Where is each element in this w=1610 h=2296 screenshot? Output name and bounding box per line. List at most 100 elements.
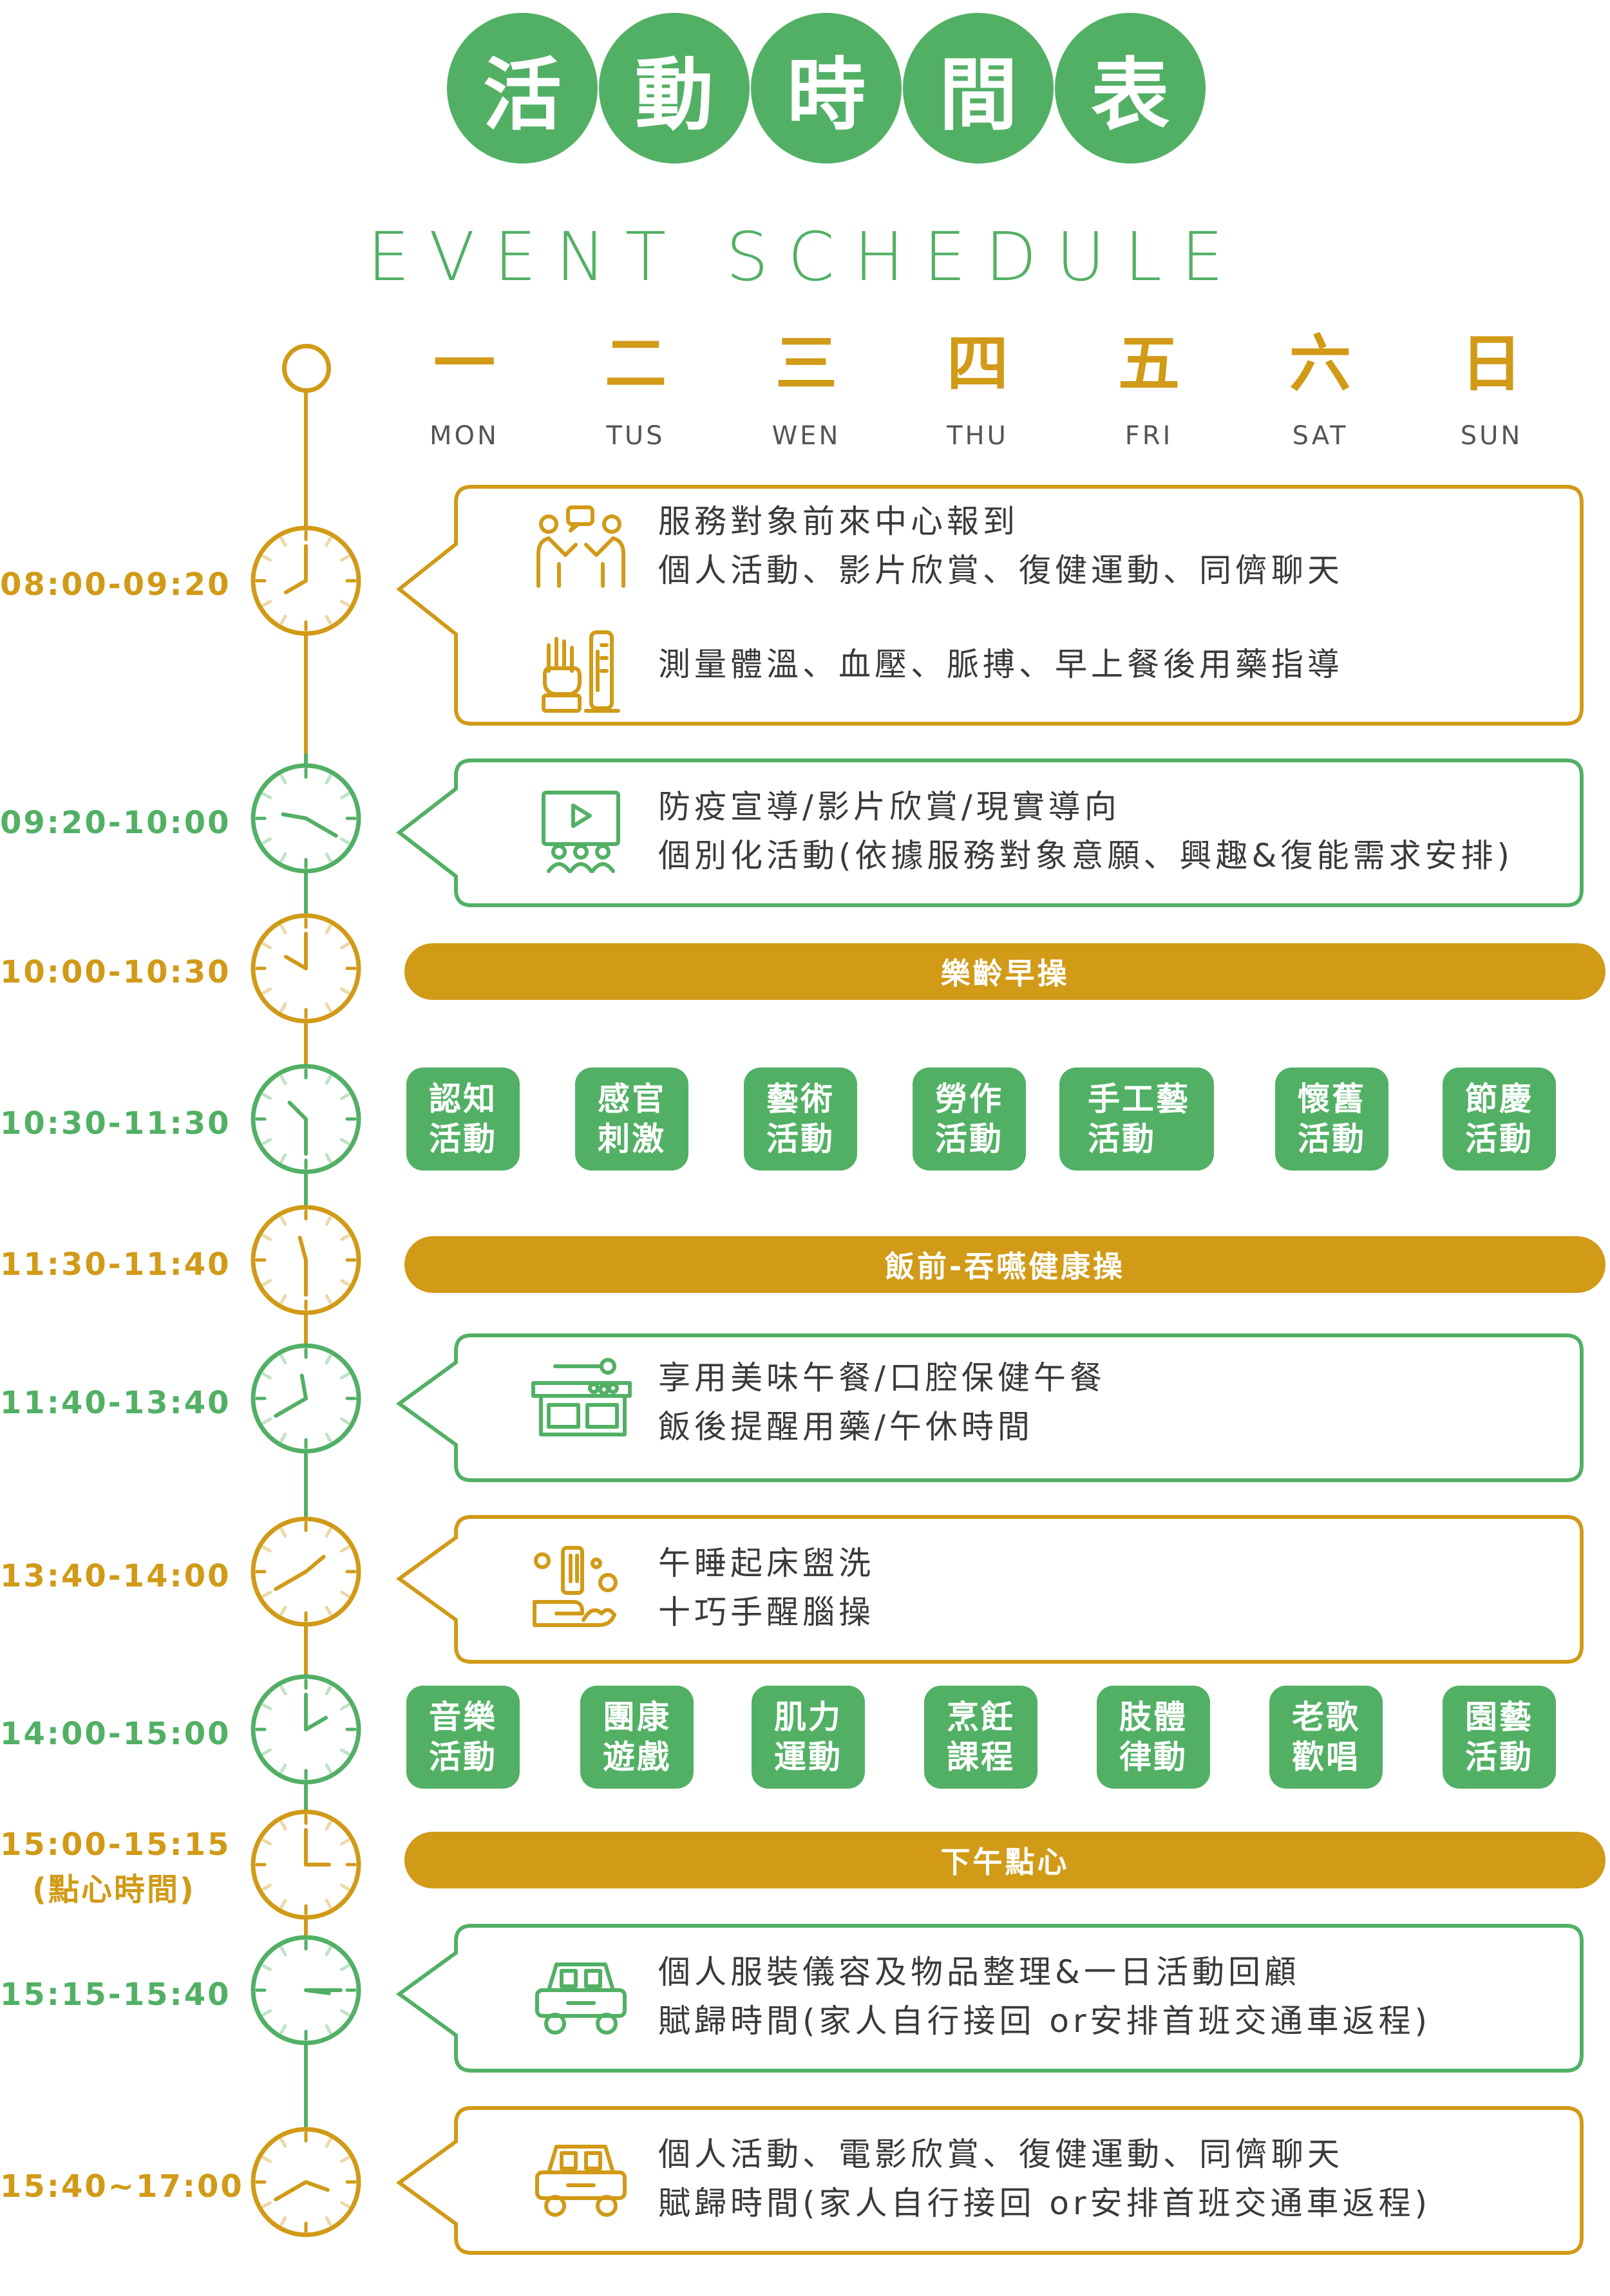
tile-line: 活動 (429, 1120, 497, 1158)
time-label: 15:15-15:40 (0, 1977, 231, 2013)
activity-tile: 懷舊活動 (1275, 1068, 1388, 1171)
tile-line: 肢體 (1119, 1698, 1188, 1736)
bubble-line: 午睡起床盥洗 (658, 1545, 875, 1582)
day-cn: 六 (1289, 328, 1351, 400)
tile-line: 手工藝 (1088, 1080, 1190, 1118)
time-note: (點心時間) (32, 1872, 196, 1908)
bar-label: 飯前-吞嚥健康操 (884, 1249, 1126, 1284)
time-label: 09:20-10:00 (0, 805, 231, 841)
activity-tile: 手工藝活動 (1059, 1068, 1214, 1171)
timeline-segment (304, 388, 308, 581)
tile-line: 歡唱 (1292, 1738, 1360, 1776)
clock-icon (251, 2127, 361, 2237)
clock-icon (251, 763, 361, 874)
clock-icon (251, 1064, 361, 1174)
tile-line: 活動 (1465, 1738, 1533, 1776)
timeline-segment (304, 2035, 308, 2183)
title-circle-3: 時 (751, 13, 902, 164)
schedule-bubble-1140: 享用美味午餐/口腔保健午餐 飯後提醒用藥/午休時間 (395, 1331, 1586, 1484)
tile-line: 懷舊 (1298, 1080, 1366, 1118)
bubble-line: 飯後提醒用藥/午休時間 (658, 1408, 1034, 1445)
tile-line: 感官 (598, 1080, 666, 1118)
bar-label: 下午點心 (940, 1845, 1070, 1879)
tile-line: 運動 (774, 1738, 842, 1776)
day-cn: 三 (775, 328, 837, 400)
bubble-line: 個人服裝儀容及物品整理&一日活動回顧 (658, 1953, 1300, 1991)
title-char-3: 時 (787, 49, 866, 141)
title-circle-2: 動 (599, 13, 750, 164)
clock-icon (251, 913, 361, 1024)
bubble-line: 賦歸時間(家人自行接回 or安排首班交通車返程) (658, 2002, 1432, 2040)
clock-icon (251, 1674, 361, 1785)
tile-line: 音樂 (429, 1698, 497, 1736)
day-en: SUN (1460, 421, 1523, 451)
clock-icon (251, 1343, 361, 1454)
tile-line: 勞作 (935, 1080, 1003, 1118)
bubble-line: 個人活動、電影欣賞、復健運動、同儕聊天 (658, 2136, 1343, 2173)
time-label: 10:00-10:30 (0, 954, 231, 990)
tile-line: 遊戲 (603, 1738, 671, 1776)
activity-tile: 勞作活動 (913, 1068, 1026, 1171)
activity-tile: 肢體律動 (1097, 1686, 1210, 1789)
tile-line: 課程 (947, 1738, 1015, 1776)
tile-line: 活動 (935, 1120, 1003, 1158)
bar-label: 樂齡早操 (940, 956, 1070, 991)
title-char-4: 間 (939, 49, 1018, 141)
day-mon: 一 MON (400, 328, 529, 451)
activity-tile: 音樂活動 (406, 1686, 520, 1789)
tile-line: 老歌 (1292, 1698, 1360, 1736)
title-char-2: 動 (635, 49, 714, 141)
day-cn: 二 (605, 328, 667, 400)
tile-line: 烹飪 (947, 1698, 1015, 1736)
activity-tile: 烹飪課程 (924, 1686, 1037, 1789)
tile-line: 肌力 (774, 1698, 842, 1736)
time-label: 15:00-15:15 (0, 1827, 231, 1863)
activity-bar-snack: 下午點心 (404, 1832, 1605, 1888)
tile-line: 認知 (429, 1080, 497, 1118)
day-thu: 四 THU (913, 328, 1042, 451)
bubble-line: 個別化活動(依據服務對象意願、興趣&復能需求安排) (658, 837, 1514, 874)
schedule-bubble-0920: 防疫宣導/影片欣賞/現實導向 個別化活動(依據服務對象意願、興趣&復能需求安排) (396, 757, 1586, 909)
day-en: THU (947, 421, 1009, 451)
bubble-line: 防疫宣導/影片欣賞/現實導向 (658, 788, 1121, 825)
bubble-line: 賦歸時間(家人自行接回 or安排首班交通車返程) (658, 2185, 1432, 2222)
tile-line: 活動 (1465, 1120, 1533, 1158)
clock-icon (251, 1205, 361, 1315)
tile-line: 團康 (603, 1698, 671, 1736)
activity-tile: 感官刺激 (575, 1068, 688, 1171)
schedule-bubble-1340: 午睡起床盥洗 十巧手醒腦操 (395, 1513, 1586, 1666)
activity-tile: 團康遊戲 (580, 1686, 694, 1789)
day-en: MON (430, 421, 499, 451)
activity-bar-morning-exercise: 樂齡早操 (404, 943, 1605, 1000)
schedule-bubble-0800: 服務對象前來中心報到 個人活動、影片欣賞、復健運動、同儕聊天 測量體溫、血壓、脈… (396, 483, 1586, 728)
schedule-bubble-1540: 個人活動、電影欣賞、復健運動、同儕聊天 賦歸時間(家人自行接回 or安排首班交通… (395, 2104, 1586, 2257)
activity-tile: 認知活動 (406, 1068, 520, 1171)
clock-icon (251, 1809, 361, 1920)
time-label: 11:30-11:40 (0, 1247, 231, 1283)
day-cn: 五 (1118, 328, 1180, 400)
tile-line: 藝術 (766, 1080, 835, 1118)
time-label: 14:00-15:00 (0, 1716, 231, 1752)
day-en: TUS (606, 421, 665, 451)
tile-line: 節慶 (1465, 1080, 1533, 1118)
tile-line: 刺激 (598, 1120, 666, 1158)
day-en: FRI (1124, 421, 1173, 451)
time-label: 13:40-14:00 (0, 1558, 231, 1594)
bubble-line: 服務對象前來中心報到 (658, 503, 1019, 540)
tile-line: 園藝 (1465, 1698, 1533, 1736)
day-en: SAT (1292, 421, 1349, 451)
activity-tile: 肌力運動 (752, 1686, 865, 1789)
day-cn: 四 (947, 328, 1009, 400)
day-cn: 一 (433, 328, 495, 400)
bubble-line: 享用美味午餐/口腔保健午餐 (658, 1359, 1106, 1397)
timeline-segment (304, 581, 308, 753)
day-sat: 六 SAT (1256, 328, 1385, 451)
tile-line: 活動 (1088, 1120, 1156, 1158)
bubble-line: 測量體溫、血壓、脈搏、早上餐後用藥指導 (658, 646, 1343, 683)
clock-icon (251, 1935, 361, 2046)
activity-tile: 節慶活動 (1443, 1068, 1556, 1171)
time-label: 11:40-13:40 (0, 1385, 231, 1421)
title-circle-1: 活 (447, 13, 598, 164)
